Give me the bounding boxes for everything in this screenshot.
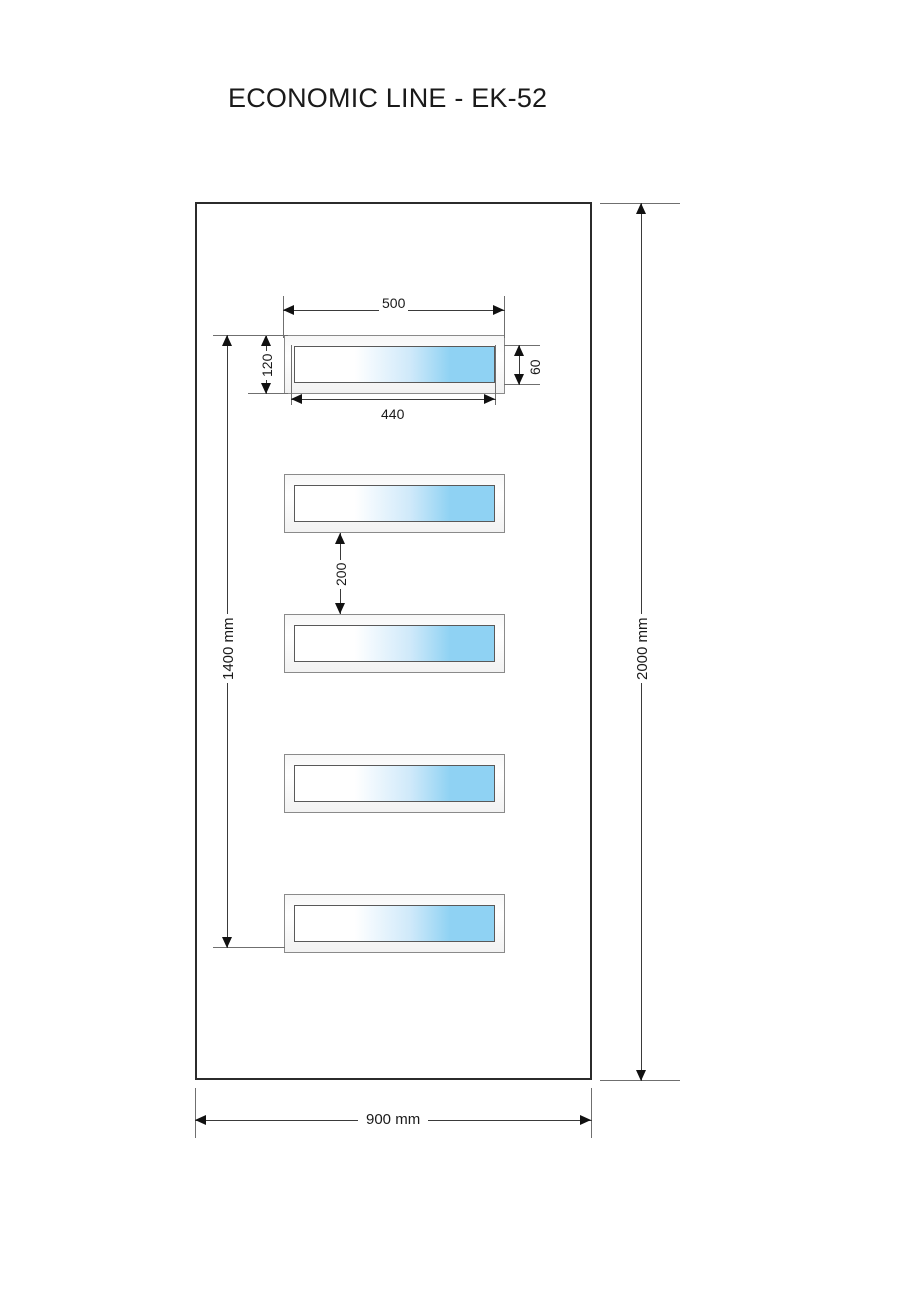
arrow-440-right-icon [484, 394, 495, 404]
arrow-440-left-icon [291, 394, 302, 404]
glass-panel-1 [284, 335, 505, 394]
ext-line-900-left [195, 1088, 196, 1138]
arrow-120-down-icon [261, 383, 271, 394]
arrow-60-up-icon [514, 345, 524, 356]
arrow-60-down-icon [514, 374, 524, 385]
glass-panel-5 [284, 894, 505, 953]
arrow-2000-up-icon [636, 203, 646, 214]
dim-line-60 [519, 345, 520, 385]
ext-line-500-right [504, 296, 505, 338]
ext-line-440-right [495, 345, 496, 405]
glass-panel-3 [284, 614, 505, 673]
arrow-1400-up-icon [222, 335, 232, 346]
glass-panel-2 [284, 474, 505, 533]
dim-label-60: 60 [527, 356, 543, 378]
arrow-900-left-icon [195, 1115, 206, 1125]
glass-pane-2 [294, 485, 495, 522]
dim-line-440 [291, 399, 496, 400]
ext-line-500-left [283, 296, 284, 338]
glass-pane-4 [294, 765, 495, 802]
glass-pane-1 [294, 346, 495, 383]
arrow-200-up-icon [335, 533, 345, 544]
glass-panel-4 [284, 754, 505, 813]
ext-line-440-left [291, 345, 292, 405]
arrow-1400-down-icon [222, 937, 232, 948]
arrow-900-right-icon [580, 1115, 591, 1125]
arrow-2000-down-icon [636, 1070, 646, 1081]
ext-line-900-right [591, 1088, 592, 1138]
arrow-200-down-icon [335, 603, 345, 614]
dim-label-120: 120 [259, 350, 275, 380]
dim-label-440: 440 [378, 406, 408, 422]
dim-label-2000: 2000 mm [634, 614, 651, 683]
arrow-500-left-icon [283, 305, 294, 315]
ext-line-1400-top [213, 335, 285, 336]
arrow-500-right-icon [493, 305, 504, 315]
drawing-title: ECONOMIC LINE - EK-52 [228, 83, 548, 113]
ext-line-1400-bottom [213, 947, 285, 948]
glass-pane-5 [294, 905, 495, 942]
glass-pane-3 [294, 625, 495, 662]
arrow-120-up-icon [261, 335, 271, 346]
dim-label-500: 500 [379, 295, 409, 311]
dim-label-900: 900 mm [358, 1111, 429, 1128]
dim-label-1400: 1400 mm [220, 614, 237, 683]
dim-label-200: 200 [333, 559, 349, 589]
